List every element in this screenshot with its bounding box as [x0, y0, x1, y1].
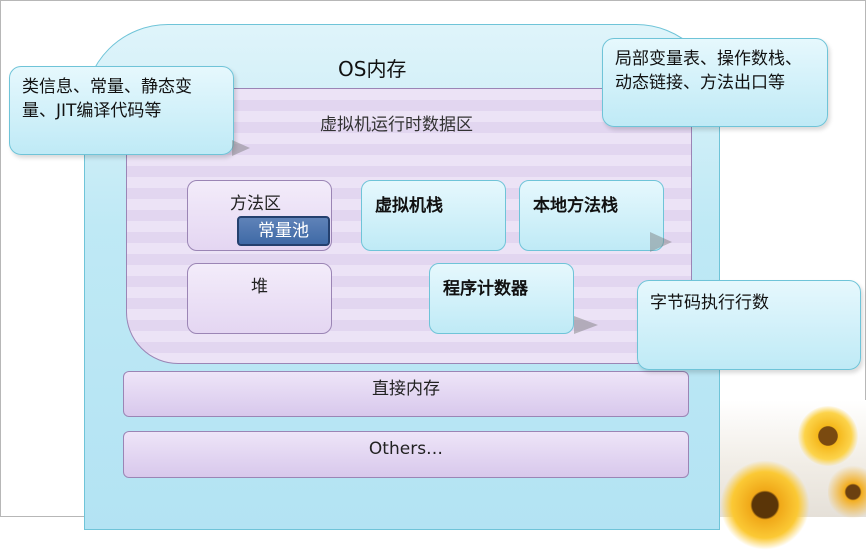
program-counter-callout-text: 字节码执行行数: [650, 293, 769, 313]
direct-memory-label: 直接内存: [372, 379, 440, 399]
method-area-callout-pointer: [232, 140, 250, 156]
others-label: Others…: [368, 439, 444, 459]
method-area-callout: 类信息、常量、静态变 量、JIT编译代码等: [9, 66, 234, 155]
others-bar: Others…: [123, 431, 689, 478]
program-counter-callout: 字节码执行行数: [637, 280, 861, 370]
program-counter-label: 程序计数器: [443, 279, 528, 299]
program-counter-pointer: [574, 316, 598, 334]
heap-box: 堆: [187, 263, 332, 334]
vm-stack-callout: 局部变量表、操作数栈、 动态链接、方法出口等: [602, 38, 828, 127]
heap-label: 堆: [251, 277, 268, 297]
vm-stack-label: 虚拟机栈: [375, 196, 443, 216]
direct-memory-bar: 直接内存: [123, 371, 689, 417]
method-area-callout-line1: 类信息、常量、静态变: [22, 77, 192, 97]
os-memory-title: OS内存: [338, 57, 407, 81]
constant-pool-box: 常量池: [237, 216, 330, 246]
vm-stack-callout-line1: 局部变量表、操作数栈、: [615, 49, 802, 69]
vm-stack-box: 虚拟机栈: [361, 180, 506, 251]
native-method-stack-box: 本地方法栈: [519, 180, 664, 251]
method-area-label: 方法区: [230, 194, 281, 214]
vm-stack-callout-line2: 动态链接、方法出口等: [615, 73, 785, 93]
native-stack-pointer: [650, 232, 672, 252]
runtime-data-area-title: 虚拟机运行时数据区: [320, 115, 473, 135]
sunflower-image: [700, 400, 866, 550]
method-area-callout-line2: 量、JIT编译代码等: [22, 101, 162, 121]
native-method-stack-label: 本地方法栈: [533, 196, 618, 216]
program-counter-box: 程序计数器: [429, 263, 574, 334]
